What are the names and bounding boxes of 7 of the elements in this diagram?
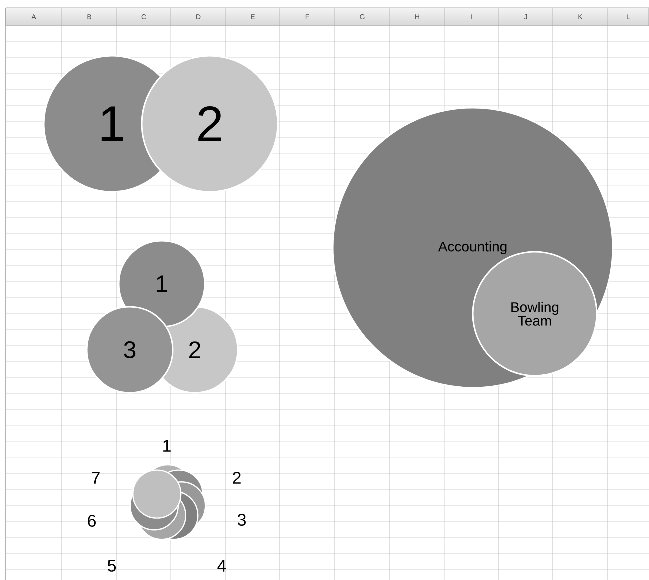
petal-number: 2	[233, 472, 241, 484]
petal-number: 3	[238, 514, 246, 526]
petal-number: 4	[218, 560, 226, 572]
petal-number: 7	[92, 472, 100, 484]
petal-number: 6	[88, 514, 96, 528]
petal-number: 1	[164, 440, 171, 452]
petal-number: 5	[108, 560, 116, 572]
